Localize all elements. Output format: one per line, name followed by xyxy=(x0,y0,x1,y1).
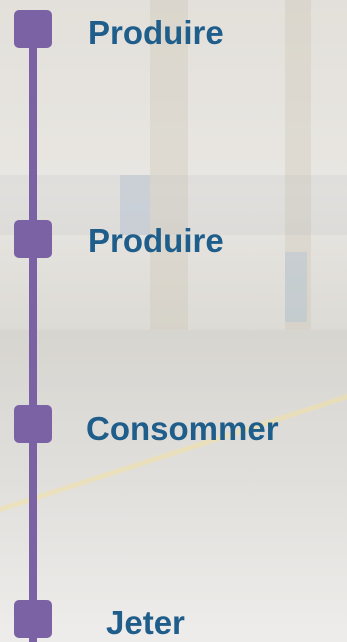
timeline-node-2 xyxy=(14,220,52,258)
pillar-shape xyxy=(285,0,311,330)
timeline-node-3 xyxy=(14,405,52,443)
timeline-label-4: Jeter xyxy=(106,604,185,641)
blue-cabinet xyxy=(285,252,307,322)
timeline-label-3: Consommer xyxy=(86,410,279,447)
timeline-node-1 xyxy=(14,10,52,48)
timeline-node-4 xyxy=(14,600,52,638)
timeline-label-2: Produire xyxy=(88,222,224,259)
blue-cabinet xyxy=(120,175,150,235)
timeline-label-1: Produire xyxy=(88,14,224,51)
pillar-shape xyxy=(150,0,188,330)
floor-area xyxy=(0,330,347,642)
window-band xyxy=(0,175,347,235)
timeline-line xyxy=(29,30,37,642)
